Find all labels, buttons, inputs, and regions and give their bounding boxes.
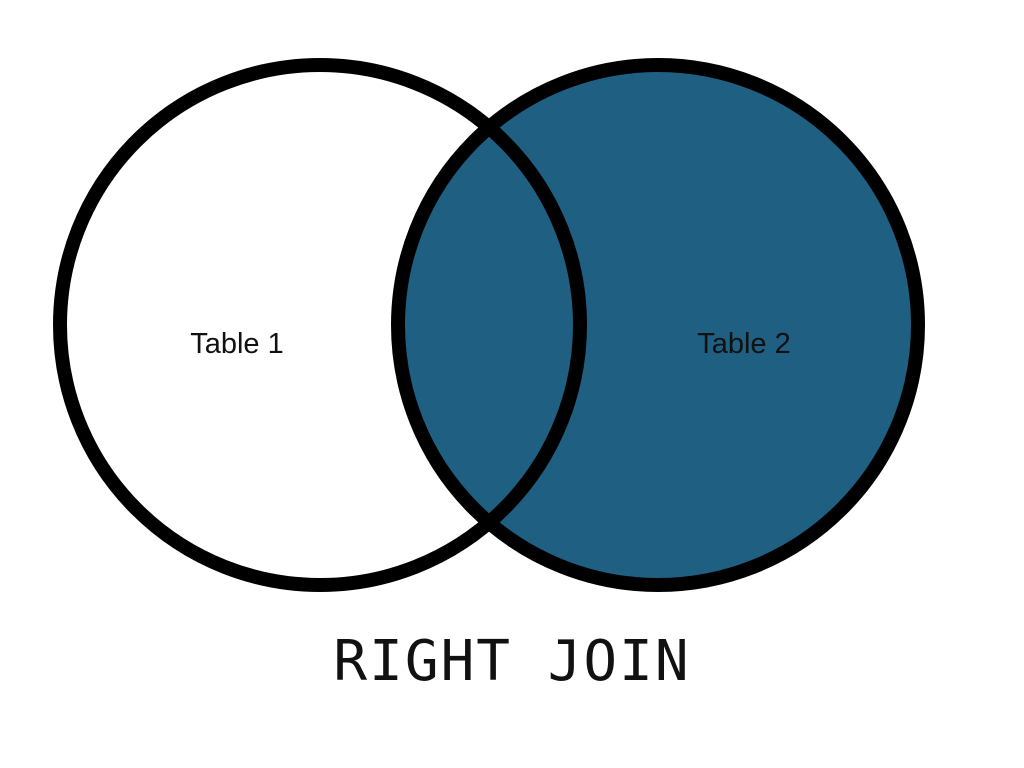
intersection-fill (398, 65, 580, 585)
left-set-circle (53, 58, 587, 592)
right-set-label: Table 2 (697, 328, 791, 360)
left-set-label: Table 1 (190, 328, 284, 360)
join-type-title: RIGHT JOIN (333, 629, 690, 694)
right-set-circle (391, 58, 925, 592)
